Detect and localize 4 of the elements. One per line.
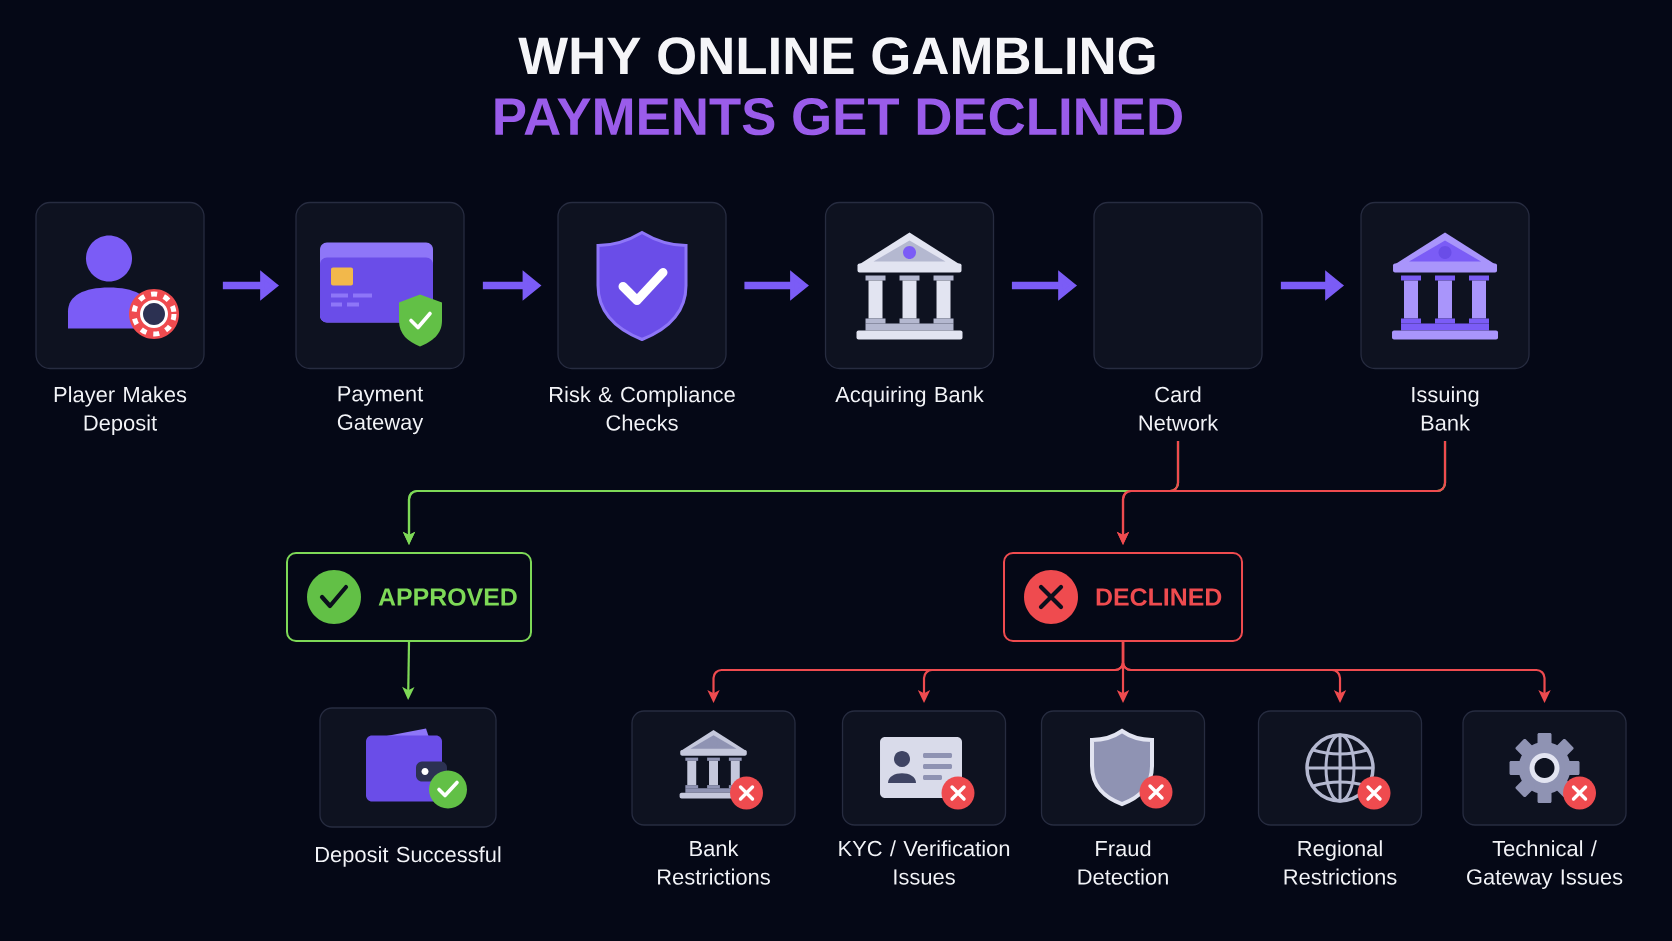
icon-tile: Regional Restrictions: [1257, 710, 1423, 885]
title: WHY ONLINE GAMBLING PAYMENTS GET DECLINED: [495, 37, 1182, 136]
icon-tile: Card Network: [1093, 201, 1263, 431]
node-label: Card Network: [1139, 386, 1219, 431]
